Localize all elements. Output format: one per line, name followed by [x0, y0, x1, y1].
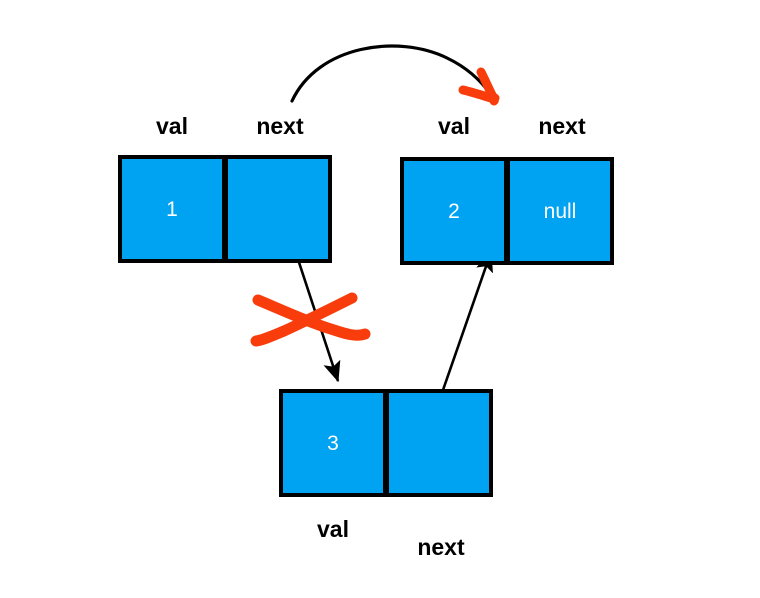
node-2-next-cell: null: [506, 157, 614, 265]
node-2: 2 null: [400, 157, 614, 265]
edge-node3-to-node2: [441, 250, 493, 391]
node-1-next-label: next: [256, 113, 304, 139]
node-1-next-cell: [224, 155, 332, 263]
cross-out-mark-icon: [250, 292, 371, 347]
node-3-next-label: next: [417, 534, 465, 560]
node-2-val-label: val: [438, 113, 470, 139]
node-3-val-label: val: [317, 516, 349, 542]
node-3-next-cell: [385, 389, 493, 497]
edge-node1-to-node2-new: [290, 44, 500, 106]
node-3-val-cell: 3: [279, 389, 387, 497]
node-1-val-cell: 1: [118, 155, 226, 263]
node-1: 1: [118, 155, 332, 263]
next-link-line: [441, 250, 493, 391]
node-1-val-label: val: [156, 113, 188, 139]
node-2-val-cell: 2: [400, 157, 508, 265]
red-arrowhead-icon: [458, 67, 500, 106]
curved-arc-path: [290, 44, 493, 103]
node-2-next-label: next: [538, 113, 586, 139]
node-3: 3: [279, 389, 493, 497]
